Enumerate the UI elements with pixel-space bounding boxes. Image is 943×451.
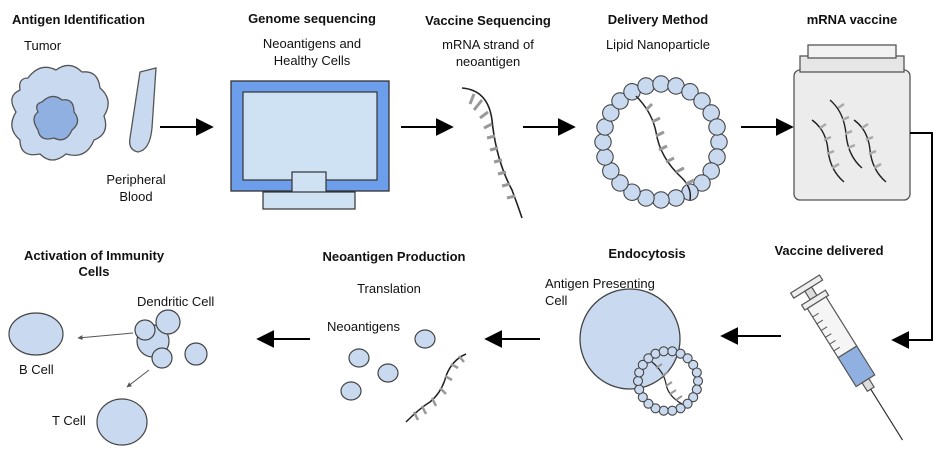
label-dendritic-cell: Dendritic Cell <box>137 294 215 309</box>
arrow-dendritic-to-bcell <box>77 332 134 341</box>
title-mrna-vaccine: mRNA vaccine <box>806 12 898 27</box>
label-neoantigens: Neoantigens <box>327 319 400 334</box>
b-cell-icon <box>8 312 64 356</box>
label-neoantigens-and: Neoantigens and <box>262 36 362 51</box>
label-b-cell: B Cell <box>19 362 54 377</box>
title-antigen-identification: Antigen Identification <box>12 12 145 27</box>
label-peripheral: Peripheral <box>106 172 166 187</box>
mrna-strand-icon <box>461 87 523 219</box>
label-translation: Translation <box>357 281 421 296</box>
label-lipid-nanoparticle: Lipid Nanoparticle <box>605 37 711 52</box>
title-vaccine-delivered: Vaccine delivered <box>774 243 884 258</box>
title-activation-line2: Cells <box>78 264 110 279</box>
label-tumor: Tumor <box>24 38 62 53</box>
title-endocytosis: Endocytosis <box>608 246 686 261</box>
tumor-icon <box>11 64 109 161</box>
endocytosed-nanoparticle-icon <box>632 346 704 416</box>
label-healthy-cells: Healthy Cells <box>273 53 351 68</box>
translation-mrna-icon <box>405 353 467 423</box>
neoantigen-blobs-icon <box>340 329 436 401</box>
label-cell: Cell <box>545 293 568 308</box>
label-blood: Blood <box>119 189 153 204</box>
title-neoantigen-production: Neoantigen Production <box>322 249 466 264</box>
nanoparticle-mrna-icon <box>635 95 695 201</box>
title-delivery-method: Delivery Method <box>607 12 709 27</box>
label-neoantigen: neoantigen <box>455 54 521 69</box>
arrow-vial-to-syringe <box>891 132 933 349</box>
computer-monitor-icon <box>230 80 390 210</box>
label-t-cell: T Cell <box>52 413 86 428</box>
syringe-icon <box>789 274 904 441</box>
label-antigen-presenting: Antigen Presenting <box>545 276 655 291</box>
title-genome-sequencing: Genome sequencing <box>248 11 376 26</box>
blood-tube-icon <box>129 67 157 153</box>
title-vaccine-sequencing: Vaccine Sequencing <box>425 13 551 28</box>
vaccine-vial-icon <box>793 44 911 201</box>
title-activation-line1: Activation of Immunity <box>23 248 165 263</box>
arrow-dendritic-to-tcell <box>126 369 150 388</box>
t-cell-icon <box>96 398 148 446</box>
dendritic-cell-icon <box>134 309 208 369</box>
label-mrna-strand-of: mRNA strand of <box>442 37 534 52</box>
lipid-nanoparticle-icon <box>594 75 728 209</box>
